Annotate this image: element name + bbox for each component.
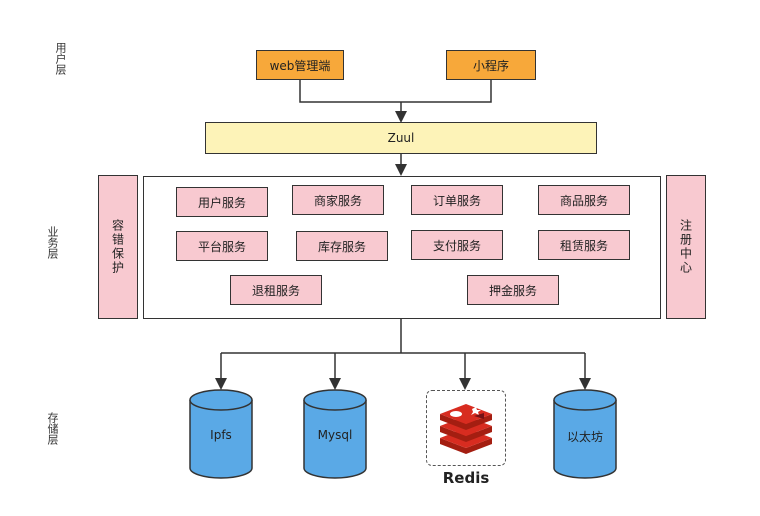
zuul-gateway: Zuul [205, 122, 597, 154]
service-user: 用户服务 [176, 187, 268, 217]
registry-center-label: 注册中心 [678, 219, 693, 275]
mysql-database-icon [303, 389, 367, 479]
fault-tolerance-box: 容错保护 [98, 175, 138, 319]
service-rental: 租赁服务 [538, 230, 630, 260]
service-order: 订单服务 [411, 185, 503, 215]
web-admin-client: web管理端 [256, 50, 344, 80]
service-product: 商品服务 [538, 185, 630, 215]
ethereum-label: 以太坊 [566, 430, 603, 444]
service-return: 退租服务 [230, 275, 322, 305]
service-deposit: 押金服务 [467, 275, 559, 305]
service-platform: 平台服务 [176, 231, 268, 261]
registry-center-box: 注册中心 [666, 175, 706, 319]
fault-tolerance-label: 容错保护 [110, 219, 125, 275]
mini-program-client: 小程序 [446, 50, 536, 80]
ethereum-database-icon [553, 389, 617, 479]
service-inventory: 库存服务 [296, 231, 388, 261]
layer-label-user: 用户层 [54, 42, 67, 75]
layer-label-storage: 存储层 [46, 412, 59, 445]
service-payment: 支付服务 [411, 230, 503, 260]
redis-logo-icon [440, 404, 492, 454]
ipfs-database-icon [189, 389, 253, 479]
layer-label-business: 业务层 [46, 226, 59, 259]
service-merchant: 商家服务 [292, 185, 384, 215]
redis-label: Redis [442, 469, 490, 487]
redis-frame [426, 390, 506, 466]
mysql-label: Mysql [317, 428, 353, 442]
ipfs-label: Ipfs [210, 428, 232, 442]
